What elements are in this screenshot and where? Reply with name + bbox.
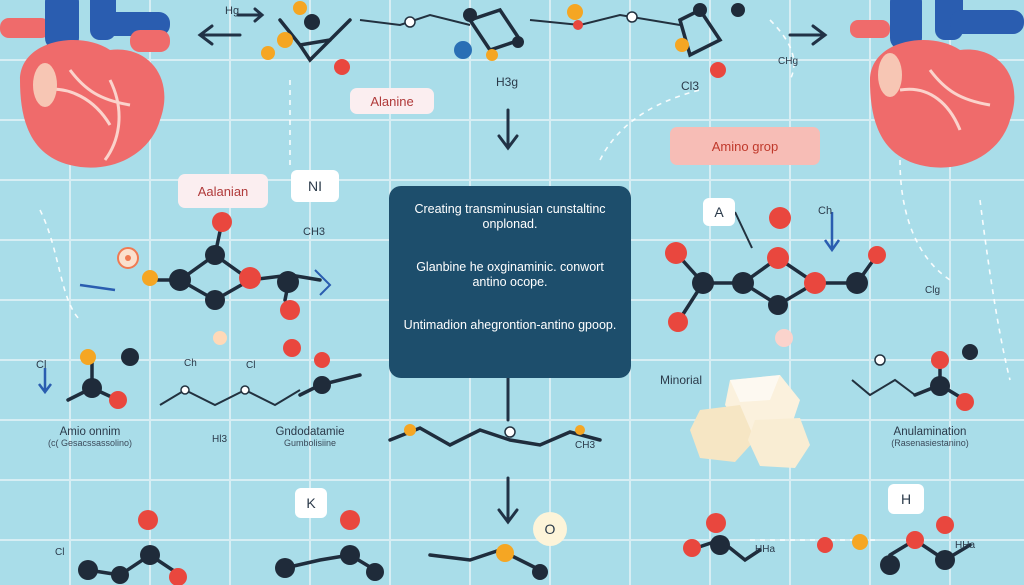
formula-cl-left: Cl <box>36 359 46 371</box>
molecule-icon: Hg H3g Cl3 CHg <box>225 1 798 93</box>
arrow-icon <box>38 7 841 525</box>
mineral-crystal-icon: Minorial <box>660 373 810 468</box>
formula-top-right: Cl3 <box>681 79 699 93</box>
caption-left: Amio onnim (c( Gesacssassolino) <box>20 426 160 448</box>
formula-ch-right: Ch <box>818 205 832 217</box>
formula-top-left: Hg <box>225 5 239 17</box>
label-alanine-top: Alanine <box>350 88 434 114</box>
heart-icon <box>850 0 1024 168</box>
caption-mid-sub: Gumbolisiine <box>283 438 337 448</box>
caption-left-title: Amio onnim <box>59 426 121 438</box>
box-n: NI <box>291 170 339 202</box>
caption-left-sub: (c( Gesacssassolino) <box>47 438 133 448</box>
info-panel-text-1: Creating transminusian cunstaltinc onplo… <box>414 202 606 231</box>
label-amino-group: Amino grop <box>670 127 820 165</box>
caption-right-title: Anulamination <box>893 426 967 438</box>
formula-chain: CH3 <box>575 440 595 451</box>
formula-ch-left: CH3 <box>303 226 325 238</box>
mineral-label: Minorial <box>660 373 702 387</box>
box-a: A <box>703 198 735 226</box>
formula-h-mid: Hl3 <box>212 434 227 445</box>
caption-right: Anulamination (Rasenasiestanino) <box>860 426 1000 448</box>
molecule-icon: Ch Clg <box>665 205 940 347</box>
molecule-icon: Cl Ch Cl Hl3 <box>36 348 362 445</box>
formula-top-mid: H3g <box>496 75 518 89</box>
caption-mid: Gndodatamie Gumbolisiine <box>245 426 375 448</box>
box-k: K <box>295 488 327 518</box>
label-alanine-left: Aalanian <box>178 174 268 208</box>
info-panel-text-3: Untimadion ahegrontion-antino gpoop. <box>403 318 617 332</box>
formula-bottom-r2: HHa <box>955 540 975 551</box>
molecule-icon: CH3 <box>79 212 332 357</box>
dashed-guides <box>39 19 1011 541</box>
formula-bottom-l: Cl <box>55 547 64 558</box>
caption-mid-title: Gndodatamie <box>275 426 345 438</box>
formula-chg-right: Clg <box>925 285 940 296</box>
formula-cl-mid: Cl <box>246 360 255 371</box>
formula-chb-mid: Ch <box>184 358 197 369</box>
heart-icon <box>0 0 170 168</box>
box-o: O <box>533 512 567 546</box>
info-panel: Creating transminusian cunstaltinc onplo… <box>389 186 631 378</box>
molecule-icon <box>851 344 978 411</box>
formula-top-mid2: CHg <box>778 56 798 67</box>
molecule-icon: CH3 <box>388 424 602 451</box>
molecule-icon: Cl HHa HHa <box>55 510 975 585</box>
formula-bottom-r1: HHa <box>755 544 775 555</box>
info-panel-text-2: Glanbine he oxginaminic. conwort antino … <box>416 260 604 289</box>
box-h: H <box>888 484 924 514</box>
caption-right-sub: (Rasenasiestanino) <box>891 438 969 448</box>
